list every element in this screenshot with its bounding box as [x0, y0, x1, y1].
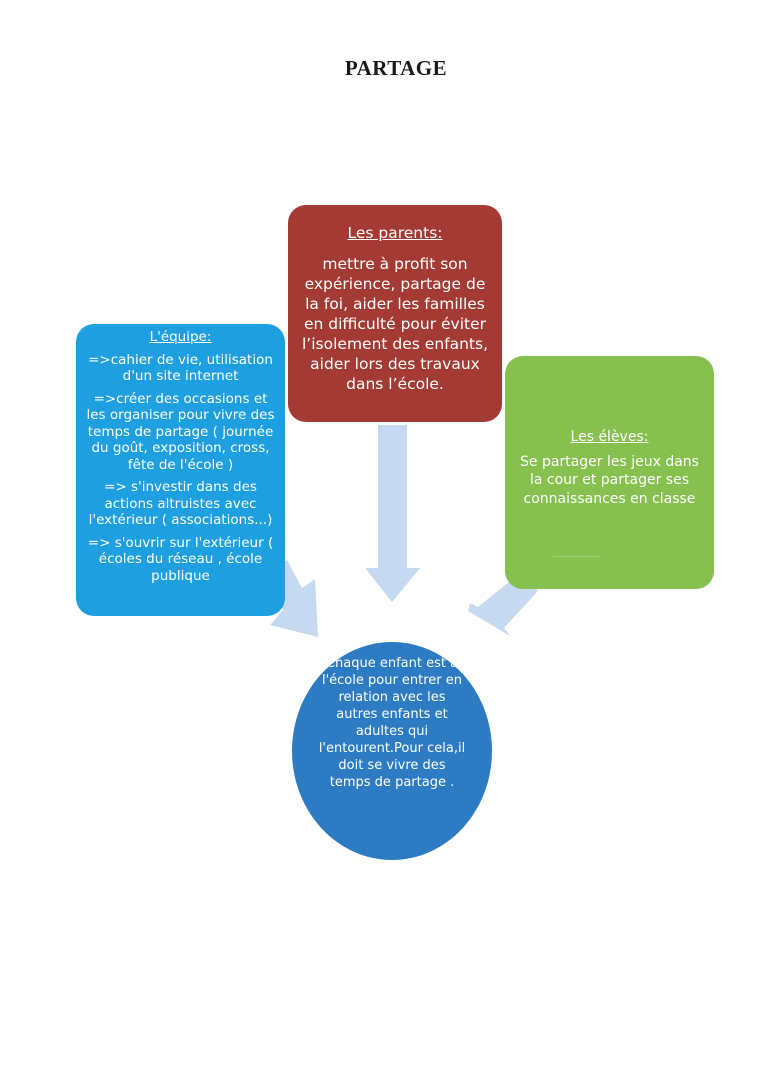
equipe-item: =>créer des occasions et les organiser p…: [86, 390, 275, 473]
equipe-item: => s'ouvrir sur l'extérieur ( écoles du …: [87, 534, 274, 584]
parents-body: mettre à profit son expérience, partage …: [302, 255, 488, 393]
equipe-item: => s'investir dans des actions altruiste…: [88, 479, 273, 528]
equipe-heading: L'équipe:: [149, 329, 212, 345]
parents-box: Les parents: mettre à profit son expérie…: [288, 205, 502, 422]
center-text: Chaque enfant est à l'école pour entrer …: [318, 656, 466, 790]
eleves-divider: [553, 556, 601, 557]
equipe-item: =>cahier de vie, utilisation d'un site i…: [88, 351, 273, 385]
equipe-box: L'équipe: =>cahier de vie, utilisation d…: [76, 324, 285, 616]
parents-heading: Les parents:: [347, 224, 443, 242]
eleves-body: Se partager les jeux dans la cour et par…: [520, 453, 699, 507]
eleves-box: Les élèves: Se partager les jeux dans la…: [505, 356, 714, 589]
arrow-parents-to-center: [365, 425, 420, 602]
center-ellipse: Chaque enfant est à l'école pour entrer …: [292, 642, 492, 860]
page-title: PARTAGE: [344, 56, 448, 80]
eleves-heading: Les élèves:: [570, 429, 649, 445]
